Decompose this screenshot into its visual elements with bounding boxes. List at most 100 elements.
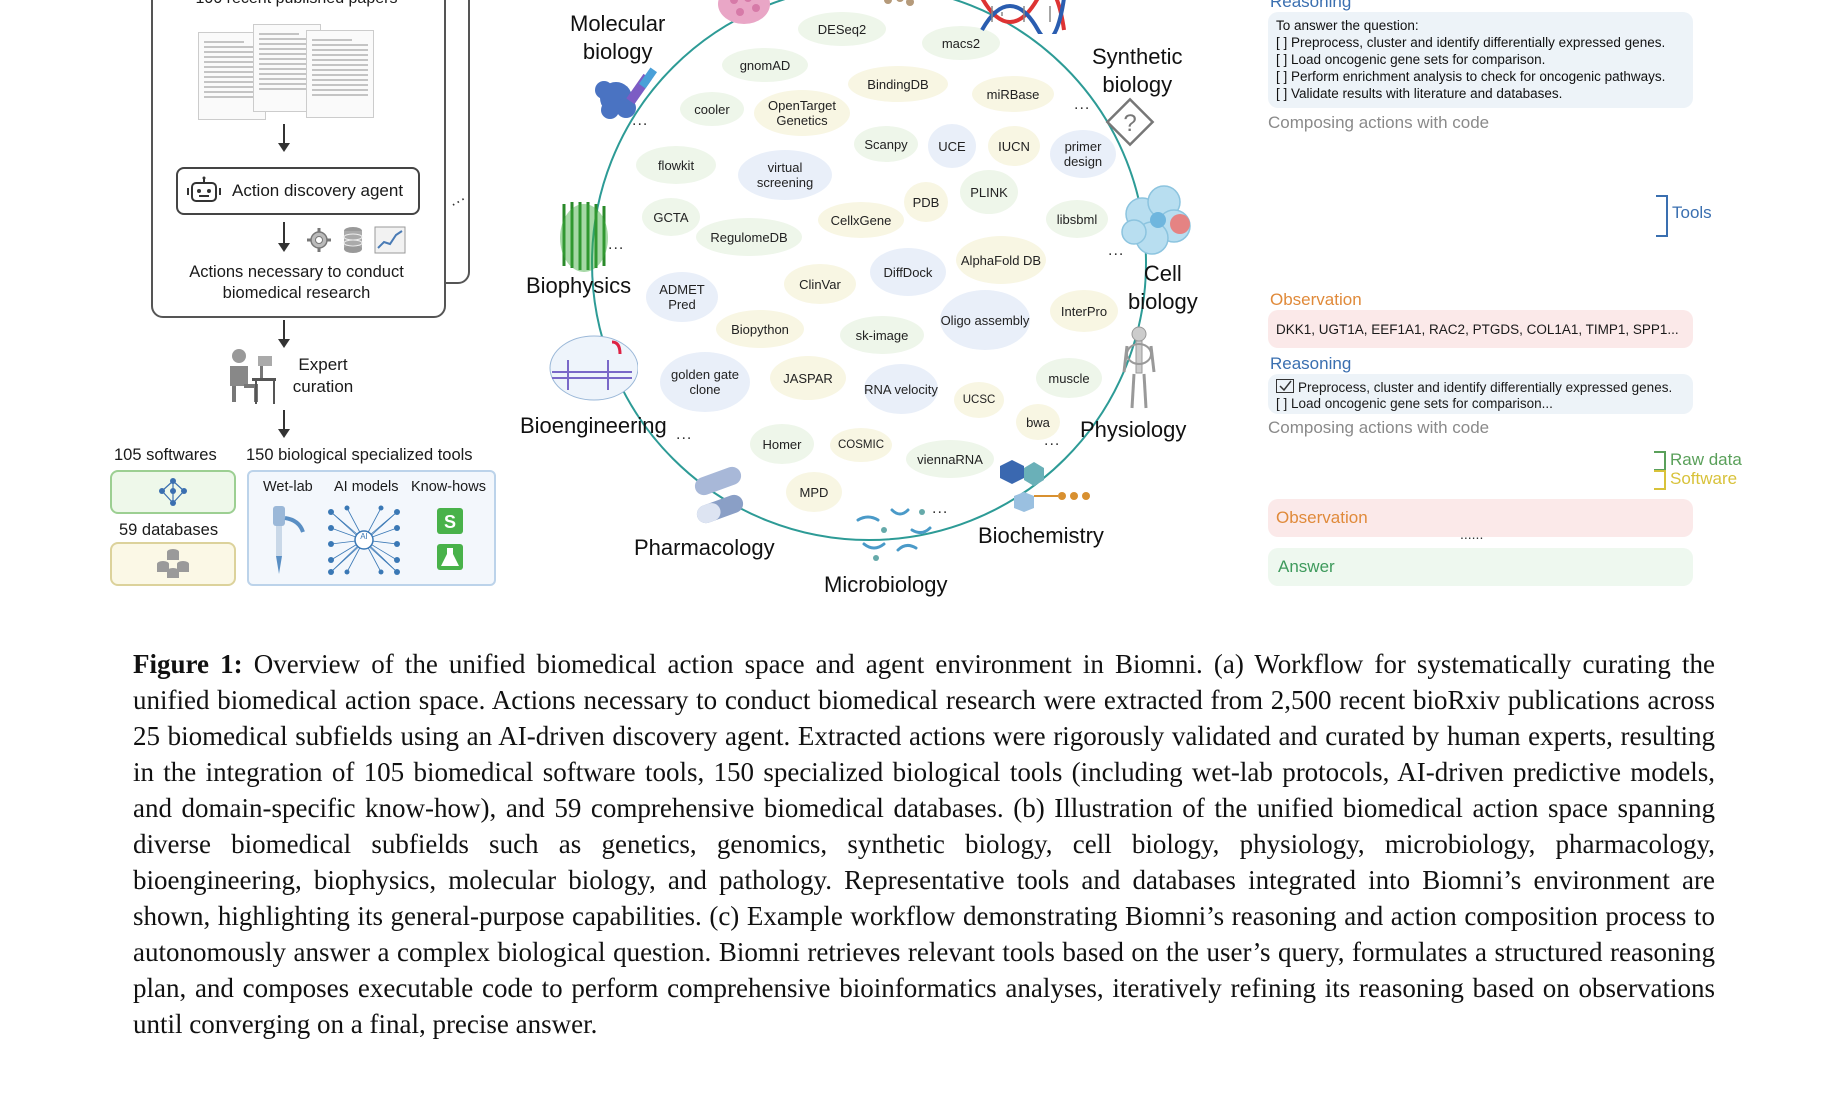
- tool-bubble: Oligo assembly: [940, 290, 1030, 350]
- tool-bubble: OpenTarget Genetics: [754, 90, 850, 136]
- tool-bubble: InterPro: [1050, 290, 1118, 332]
- checkbox-checked-icon: [1276, 379, 1294, 393]
- field-cell-biology: Cell biology: [1128, 261, 1198, 314]
- wetlab-label: Wet-lab: [263, 479, 313, 495]
- field-synthetic-biology: Synthetic biology: [1092, 44, 1183, 97]
- tool-bubble: RNA velocity: [864, 364, 938, 414]
- tool-bubble: miRBase: [972, 76, 1054, 112]
- dots: ...: [932, 500, 949, 517]
- field-pharmacology: Pharmacology: [634, 535, 775, 560]
- neural-network-icon: [328, 505, 400, 575]
- tool-bubble: cooler: [680, 92, 744, 126]
- dots: ...: [608, 236, 625, 253]
- skeleton-icon: [1122, 326, 1156, 409]
- microfluidic-device-icon: [549, 335, 638, 401]
- ellipsis: ......: [1460, 526, 1484, 542]
- tool-bubble: AlphaFold DB: [956, 236, 1046, 284]
- databases-label: 59 databases: [119, 521, 219, 539]
- tool-bubble: libsbml: [1046, 200, 1108, 238]
- tool-bubble: RegulomeDB: [696, 218, 802, 256]
- plan-step: [ ] Perform enrichment analysis to check…: [1276, 69, 1666, 84]
- tool-bubble: golden gate clone: [660, 352, 750, 412]
- arrow-down-icon: [278, 222, 290, 252]
- dots: ...: [1108, 242, 1125, 259]
- tool-bubble: gnomAD: [722, 48, 808, 82]
- check-icon: [1279, 380, 1292, 392]
- svg-text:S: S: [444, 512, 456, 532]
- plan-step: [ ] Load oncogenic gene sets for compari…: [1276, 52, 1546, 67]
- gfp-barrel-icon: [560, 202, 608, 272]
- papers-label: 100 recent published papers: [151, 0, 442, 8]
- tool-bubble: CellxGene: [818, 202, 904, 238]
- tool-bubble: MPD: [786, 472, 842, 512]
- tool-bubble: UCE: [928, 124, 976, 168]
- dots: ...: [1074, 96, 1091, 113]
- tool-bubble: viennaRNA: [906, 440, 994, 478]
- expert-curation-label: Expert curation: [292, 355, 354, 396]
- tool-bubble: IUCN: [988, 126, 1040, 166]
- tool-bubble: sk-image: [840, 316, 924, 354]
- tool-bubble: Scanpy: [854, 126, 918, 162]
- tool-bubble: flowkit: [636, 146, 716, 184]
- software-bracket: [1654, 470, 1666, 490]
- plan-step: [ ] Preprocess, cluster and identify dif…: [1276, 35, 1666, 50]
- arrow-down-icon: [278, 320, 290, 348]
- reasoning-plan-box: To answer the question: [ ] Preprocess, …: [1268, 12, 1693, 108]
- robot-icon: [187, 176, 221, 202]
- observation-genes-box: DKK1, UGT1A, EEF1A1, RAC2, PTGDS, COL1A1…: [1268, 310, 1693, 348]
- actions-text: Actions necessary to conduct biomedical …: [189, 263, 404, 302]
- field-biophysics: Biophysics: [526, 273, 632, 298]
- tool-bubble: Homer: [750, 424, 814, 464]
- question-diamond-icon: ?: [1105, 97, 1155, 147]
- tool-bubble: JASPAR: [770, 356, 846, 400]
- pill-icon: [694, 466, 744, 524]
- action-icons: [306, 226, 406, 254]
- molecule-icon: [884, 0, 914, 6]
- cell-biology-icon: [1121, 185, 1191, 255]
- field-physiology: Physiology: [1080, 417, 1187, 442]
- answer-box: Answer: [1268, 548, 1693, 586]
- tool-bubble: UCSC: [954, 382, 1004, 418]
- tool-bubble: Biopython: [716, 310, 804, 348]
- reasoning-heading: Reasoning: [1270, 0, 1352, 11]
- database-stack-icon: [157, 549, 189, 578]
- tool-bubble: COSMIC: [830, 428, 892, 462]
- arrow-down-icon: [278, 124, 290, 152]
- tools-label: 150 biological specialized tools: [246, 446, 473, 464]
- papers-thumbnails: [198, 20, 383, 120]
- network-icon: [159, 478, 187, 506]
- cell-cluster-icon: [718, 0, 770, 24]
- knowhows-label: Know-hows: [411, 479, 486, 495]
- specialized-tools-box: Wet-lab AI models Know-hows: [247, 470, 496, 586]
- agent-label: Action discovery agent: [232, 181, 404, 200]
- tool-bubble: bwa: [1016, 404, 1060, 440]
- tool-bubble: muscle: [1036, 358, 1102, 398]
- caption-label: Figure 1:: [133, 649, 243, 679]
- tools-bracket: [1656, 195, 1668, 237]
- dna-helix-icon: [980, 0, 1066, 34]
- tool-bubble: PDB: [904, 182, 948, 222]
- softwares-box: [110, 470, 236, 514]
- tool-bubble: virtual screening: [738, 150, 832, 200]
- ai-models-label: AI models: [334, 479, 399, 495]
- tool-bubble: PLINK: [960, 170, 1018, 214]
- observation-heading: Observation: [1270, 290, 1362, 309]
- observation-box-2: Observation: [1268, 499, 1693, 537]
- dots: ...: [1044, 432, 1061, 449]
- action-space-circle: [591, 0, 1147, 541]
- raw-data-bracket: [1654, 451, 1666, 471]
- tool-bubble: ClinVar: [784, 264, 856, 304]
- figure-caption: Figure 1: Overview of the unified biomed…: [133, 646, 1715, 1042]
- softwares-label: 105 softwares: [114, 446, 217, 464]
- pipette-icon: [273, 506, 305, 574]
- paper-thumb: [306, 30, 374, 118]
- caption-text: Overview of the unified biomedical actio…: [133, 649, 1716, 1039]
- arrow-down-icon: [278, 410, 290, 438]
- field-molecular-biology: Molecular biology: [570, 11, 666, 64]
- tool-bubble: BindingDB: [848, 66, 948, 102]
- question-mark: ?: [1123, 110, 1136, 137]
- software-label: Software: [1670, 469, 1738, 488]
- tool-bubble: DiffDock: [870, 248, 946, 296]
- raw-data-label: Raw data: [1670, 450, 1742, 469]
- composing-actions-label: Composing actions with code: [1268, 113, 1490, 132]
